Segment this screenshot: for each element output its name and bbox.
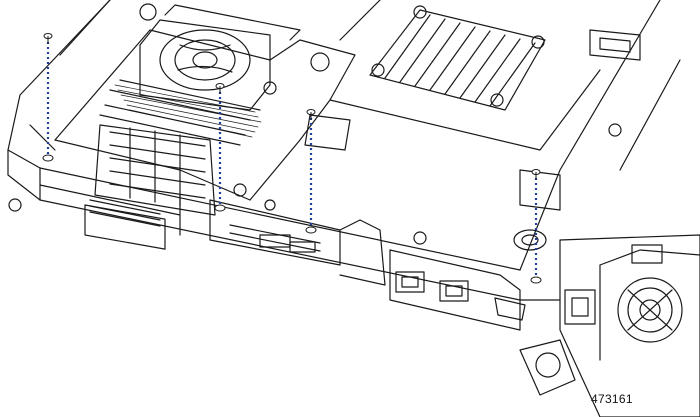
fan-icon	[139, 19, 271, 111]
screw-icon	[305, 109, 317, 234]
figure-id-label: 473161	[591, 392, 633, 406]
riser-heatsink-strip	[114, 84, 262, 138]
standoffs	[8, 3, 622, 251]
screw-icon	[530, 169, 542, 284]
ethernet-port-icon	[395, 271, 469, 302]
screw-icon	[42, 33, 54, 162]
memory-connector-block	[94, 124, 216, 216]
screw-icon	[214, 83, 226, 212]
vga-port-icon	[494, 297, 526, 321]
motherboard-plane	[304, 0, 641, 211]
usb-port-icon	[259, 234, 316, 253]
rear-io-panel	[39, 167, 521, 331]
heatsink-icon	[369, 5, 546, 111]
power-supply-icon	[519, 234, 700, 417]
